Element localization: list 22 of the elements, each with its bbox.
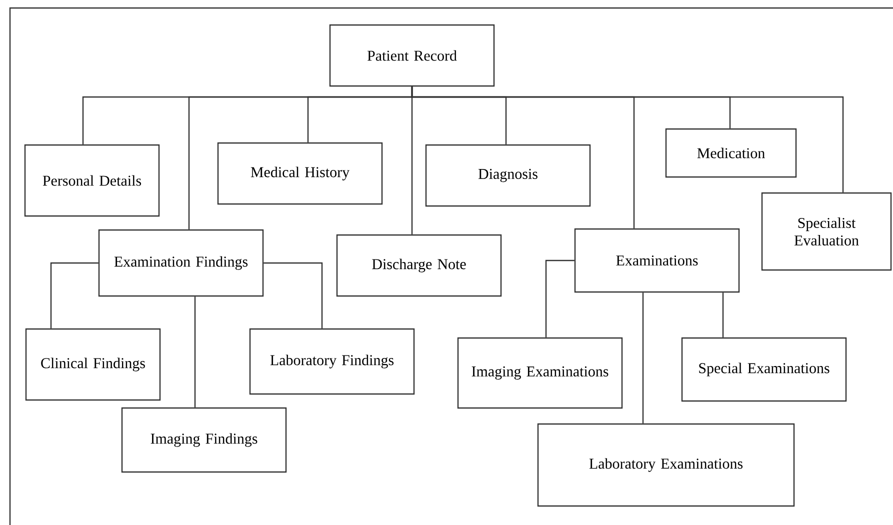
- text-box: Diagnosis: [425, 144, 591, 207]
- connector-line: [642, 292, 644, 424]
- connector-line: [50, 262, 98, 328]
- text-box: Clinical Findings: [25, 328, 161, 401]
- text-box: Medication: [665, 128, 797, 178]
- connector-line: [411, 86, 844, 192]
- connector-line: [264, 262, 323, 328]
- text-box: Laboratory Examinations: [537, 423, 795, 507]
- text-box: Specialist Evaluation: [761, 192, 892, 271]
- text-box: Medical History: [217, 142, 383, 205]
- text-box: Personal Details: [24, 144, 160, 217]
- connector-line: [545, 260, 574, 338]
- connector-line: [722, 292, 724, 338]
- text-box: Examination Findings: [98, 229, 264, 297]
- text-box: Patient Record: [329, 24, 495, 87]
- connector-line: [194, 296, 196, 408]
- text-box: Imaging Findings: [121, 407, 287, 473]
- text-box: Imaging Examinations: [457, 337, 623, 409]
- text-box: Discharge Note: [336, 234, 502, 297]
- text-box: Special Examinations: [681, 337, 847, 402]
- text-box: Laboratory Findings: [249, 328, 415, 395]
- text-box: Examinations: [574, 228, 740, 293]
